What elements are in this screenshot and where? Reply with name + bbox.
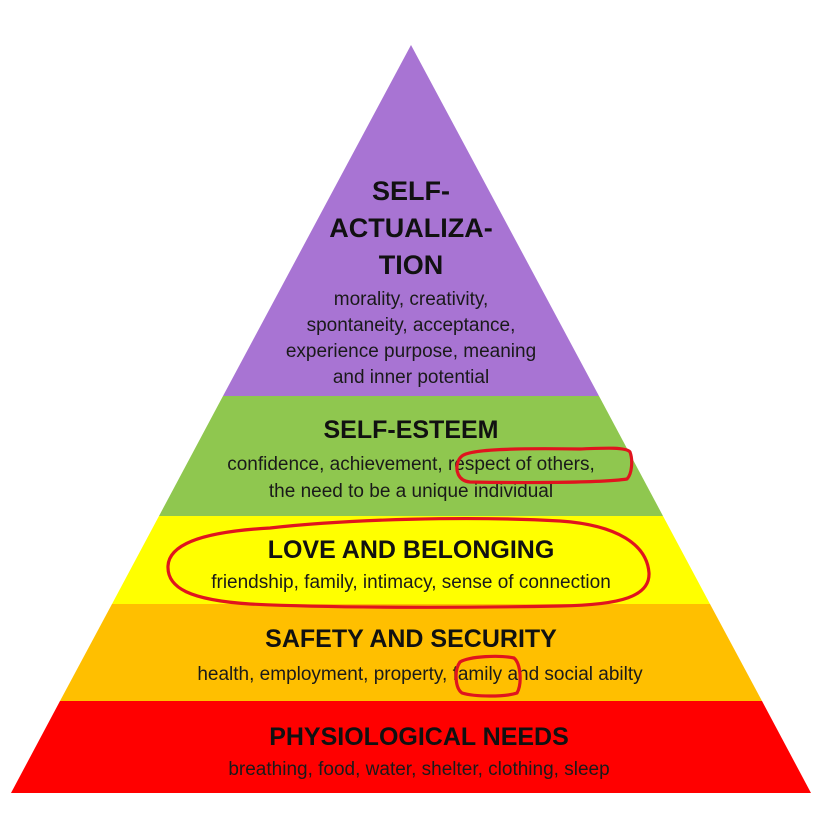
self-esteem-desc-line-2: the need to be a unique individual — [269, 481, 553, 502]
self-actualization-title-line-2: ACTUALIZA- — [329, 213, 492, 243]
tier-love-and-belonging — [112, 516, 710, 604]
physiological-needs-desc: breathing, food, water, shelter, clothin… — [228, 759, 609, 780]
physiological-needs-title: PHYSIOLOGICAL NEEDS — [269, 723, 569, 751]
self-actualization-title-line-1: SELF- — [372, 176, 450, 206]
annotation-circle-family — [454, 654, 522, 698]
tier-safety-and-security — [60, 604, 762, 701]
tier-self-esteem — [159, 396, 663, 516]
love-and-belonging-title: LOVE AND BELONGING — [268, 536, 555, 564]
love-and-belonging-desc: friendship, family, intimacy, sense of c… — [211, 572, 611, 593]
safety-and-security-title: SAFETY AND SECURITY — [265, 625, 557, 653]
self-esteem-desc-line-1: confidence, achievement, respect of othe… — [227, 454, 595, 475]
self-actualization-desc-line-4: and inner potential — [333, 367, 489, 388]
safety-and-security-desc: health, employment, property, family and… — [197, 664, 643, 685]
annotation-circle-respect-of-others — [455, 446, 634, 485]
annotation-circle-love-and-belonging — [166, 516, 651, 609]
self-actualization-title-line-3: TION — [379, 250, 444, 280]
tier-self-actualization — [223, 45, 599, 396]
self-actualization-desc-line-2: spontaneity, acceptance, — [307, 315, 516, 336]
self-actualization-desc-line-1: morality, creativity, — [334, 289, 489, 310]
tier-physiological-needs — [11, 701, 811, 793]
self-esteem-title: SELF-ESTEEM — [323, 416, 498, 444]
self-actualization-desc-line-3: experience purpose, meaning — [286, 341, 536, 362]
